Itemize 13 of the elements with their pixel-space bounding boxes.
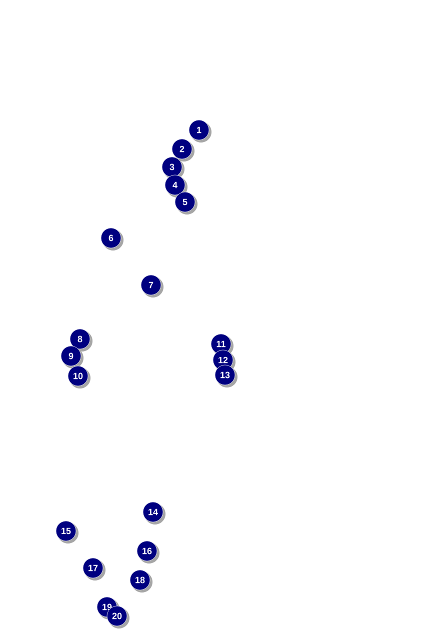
callout-number: 2 bbox=[172, 138, 194, 162]
callout-number: 6 bbox=[100, 228, 124, 250]
callout-number: 13 bbox=[214, 364, 238, 388]
callout-number: 9 bbox=[60, 346, 84, 368]
callout-number: 1 bbox=[188, 120, 212, 142]
callout-number: 7 bbox=[140, 274, 164, 298]
callout-number: 17 bbox=[82, 558, 106, 580]
callout-number: 14 bbox=[142, 502, 166, 524]
callout-number: 10 bbox=[68, 366, 90, 388]
callout-number: 5 bbox=[174, 192, 198, 214]
callout-number: 16 bbox=[136, 540, 160, 564]
callout-number: 15 bbox=[56, 520, 78, 544]
callout-number: 18 bbox=[130, 570, 152, 592]
